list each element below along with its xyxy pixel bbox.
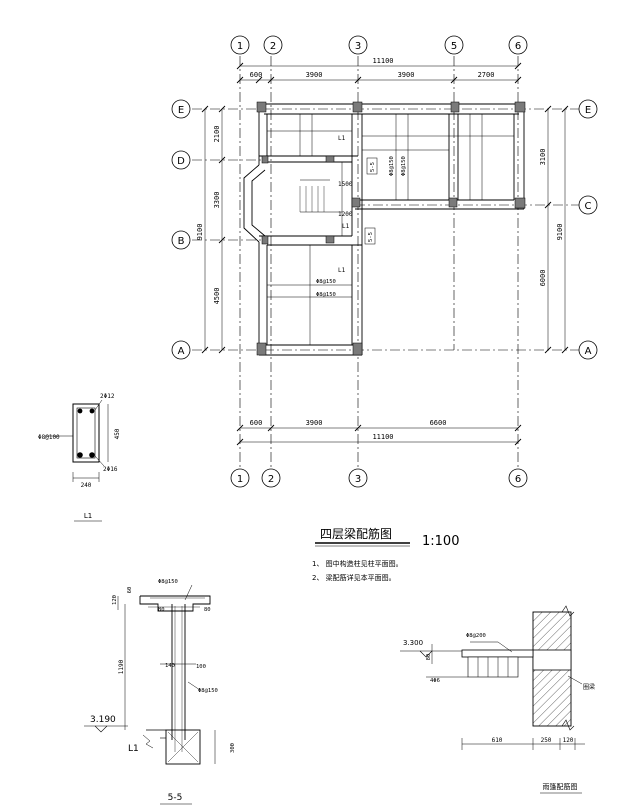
grid-lines [192, 56, 580, 468]
s55-beam: L1 [128, 744, 139, 754]
axis-right-e: E [585, 105, 591, 116]
dimension-lines [201, 62, 569, 446]
drawing-title: 四层梁配筋图 [320, 526, 392, 541]
dim-top-seg-4: 2700 [478, 71, 495, 79]
s55-rebar-mid: Φ8@150 [198, 688, 218, 694]
axis-right-c: C [585, 201, 592, 212]
dim-top-seg-1: 600 [250, 71, 263, 79]
axis-bottom-6: 6 [515, 474, 521, 485]
axis-bubbles-right: E C A [578, 99, 598, 360]
dim-right-seg-2: 6000 [539, 270, 547, 287]
section-top-bars: 2Φ12 [100, 393, 115, 400]
s55-dim-80a: 80 [158, 607, 165, 613]
dim-top-seg-2: 3900 [306, 71, 323, 79]
plan-rebar-c: Φ8@150 [316, 279, 336, 285]
dim-bottom-seg-3: 6600 [430, 419, 447, 427]
canopy-dim-2: 250 [541, 737, 552, 744]
dim-left-seg-2: 3300 [213, 192, 221, 209]
plan-l1-a: L1 [338, 135, 346, 142]
canopy-elevation: 3.300 [403, 639, 423, 647]
axis-left-e: E [178, 105, 184, 116]
plan-l1-c: L1 [342, 223, 350, 230]
dim-left-seg-1: 2100 [213, 126, 221, 143]
section-5-5 [84, 584, 216, 765]
dimension-texts: 11100 600 3900 3900 2700 600 3900 6600 1… [196, 57, 564, 441]
axis-top-1: 1 [237, 41, 243, 52]
axis-right-a: A [585, 346, 592, 357]
axis-bubbles-bottom: 1 2 3 6 [230, 468, 528, 488]
dim-bottom-seg-1: 600 [250, 419, 263, 427]
axis-top-5: 5 [451, 41, 457, 52]
s55-height: 1190 [118, 659, 125, 674]
dim-left-overall: 9100 [196, 224, 204, 241]
canopy-dim-80: 80 [426, 654, 432, 661]
dim-bottom-seg-2: 3900 [306, 419, 323, 427]
plan-l1-b: L1 [338, 267, 346, 274]
plan-rebar-a: Φ8@150 [389, 156, 395, 176]
axis-left-d: D [177, 156, 185, 167]
section-width: 240 [81, 482, 92, 489]
s55-dim-120: 120 [112, 595, 118, 605]
s55-dim-100: 100 [196, 664, 206, 670]
section-bottom-bars: 2Φ16 [103, 466, 118, 473]
s55-rebar-top: Φ8@150 [158, 579, 178, 585]
s55-label: 5-5 [168, 793, 183, 803]
note-1: 1、 图中构造柱见柱平面图。 [312, 559, 403, 568]
s55-dim-80b: 80 [204, 607, 211, 613]
note-2: 2、 梁配筋详见本平面图。 [312, 573, 396, 582]
canopy-caption: 雨篷配筋图 [543, 782, 578, 791]
s55-dim-300: 300 [230, 743, 236, 753]
canopy-dim-3: 120 [563, 737, 574, 744]
dim-right-seg-1: 3100 [539, 149, 547, 166]
canopy-dim-1: 610 [492, 737, 503, 744]
drawing-scale: 1:100 [422, 534, 459, 549]
axis-bottom-2: 2 [268, 474, 274, 485]
axis-bubbles-left: E D B A [171, 99, 191, 360]
axis-top-2: 2 [270, 41, 276, 52]
plan-section-tag-a: 5-5 [370, 162, 376, 172]
plan-section-tag-b: 5-5 [368, 232, 374, 242]
axis-left-b: B [178, 236, 185, 247]
plan-rebar-b: Φ8@150 [401, 156, 407, 176]
s55-dim-140: 140 [165, 663, 175, 669]
canopy-bottom-bars: 4Φ6 [430, 678, 440, 684]
secondary-lines [267, 114, 514, 345]
canopy-rebar: Φ8@200 [466, 633, 486, 639]
dim-right-overall: 9100 [556, 224, 564, 241]
axis-bottom-1: 1 [237, 474, 243, 485]
section-5-5-text: Φ8@150 Φ8@150 1190 120 60 80 80 100 300 … [90, 579, 236, 805]
axis-bubbles-top: 1 2 3 5 6 [230, 35, 528, 55]
dim-top-seg-3: 3900 [398, 71, 415, 79]
axis-left-a: A [178, 346, 185, 357]
plan-annotations: L1 L1 L1 Φ8@150 Φ8@150 Φ8@150 Φ8@150 150… [299, 135, 407, 298]
canopy-wall-note: 圈梁 [583, 683, 595, 691]
beam-section-l1: 2Φ12 2Φ16 Φ8@100 450 240 L1 [38, 393, 121, 522]
axis-top-3: 3 [355, 41, 361, 52]
dim-top-overall: 11100 [372, 57, 393, 65]
s55-elevation: 3.190 [90, 715, 116, 725]
dim-left-seg-3: 4500 [213, 288, 221, 305]
section-name: L1 [84, 512, 92, 520]
section-height: 450 [114, 428, 121, 439]
axis-top-6: 6 [515, 41, 521, 52]
plan-span-b: 1200 [338, 211, 353, 218]
canopy-detail: Φ8@200 3.300 80 4Φ6 圈梁 610 250 120 雨篷配筋图 [400, 605, 595, 794]
s55-dim-60: 60 [127, 587, 133, 594]
section-stirrup: Φ8@100 [38, 434, 60, 441]
title-block: 四层梁配筋图 1:100 1、 图中构造柱见柱平面图。 2、 梁配筋详见本平面图… [312, 526, 459, 582]
plan-rebar-d: Φ8@150 [316, 292, 336, 298]
axis-bottom-3: 3 [355, 474, 361, 485]
plan-span-a: 1500 [338, 181, 353, 188]
dim-bottom-overall: 11100 [372, 433, 393, 441]
columns [256, 101, 526, 356]
